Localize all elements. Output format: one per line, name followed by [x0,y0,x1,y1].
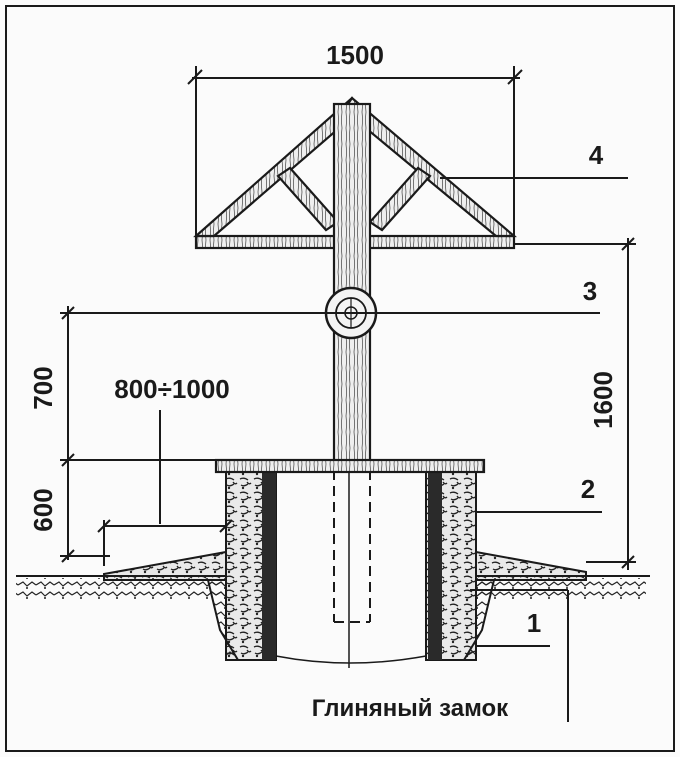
ground [16,550,650,661]
dimension-800-1000: 800÷1000 [114,374,230,404]
caption-clay-lock: Глиняный замок [312,695,509,722]
left-dimensions [60,306,216,563]
callout-3: 3 [583,276,597,306]
callout-2: 2 [581,474,595,504]
blind-area-dimension [97,410,233,566]
right-dimension [514,237,636,570]
dimension-700: 700 [28,366,58,409]
roof [193,96,517,250]
frame [5,5,675,752]
callout-leaders [440,177,628,722]
callout-1: 1 [527,608,541,638]
dimension-600: 600 [28,488,58,531]
callout-4: 4 [589,140,604,170]
top-width-dimension [187,66,523,240]
dimension-1600: 1600 [588,371,618,429]
well-shaft [214,458,486,664]
post [332,102,372,466]
dimension-1500: 1500 [326,40,384,70]
post-hidden [333,470,371,623]
